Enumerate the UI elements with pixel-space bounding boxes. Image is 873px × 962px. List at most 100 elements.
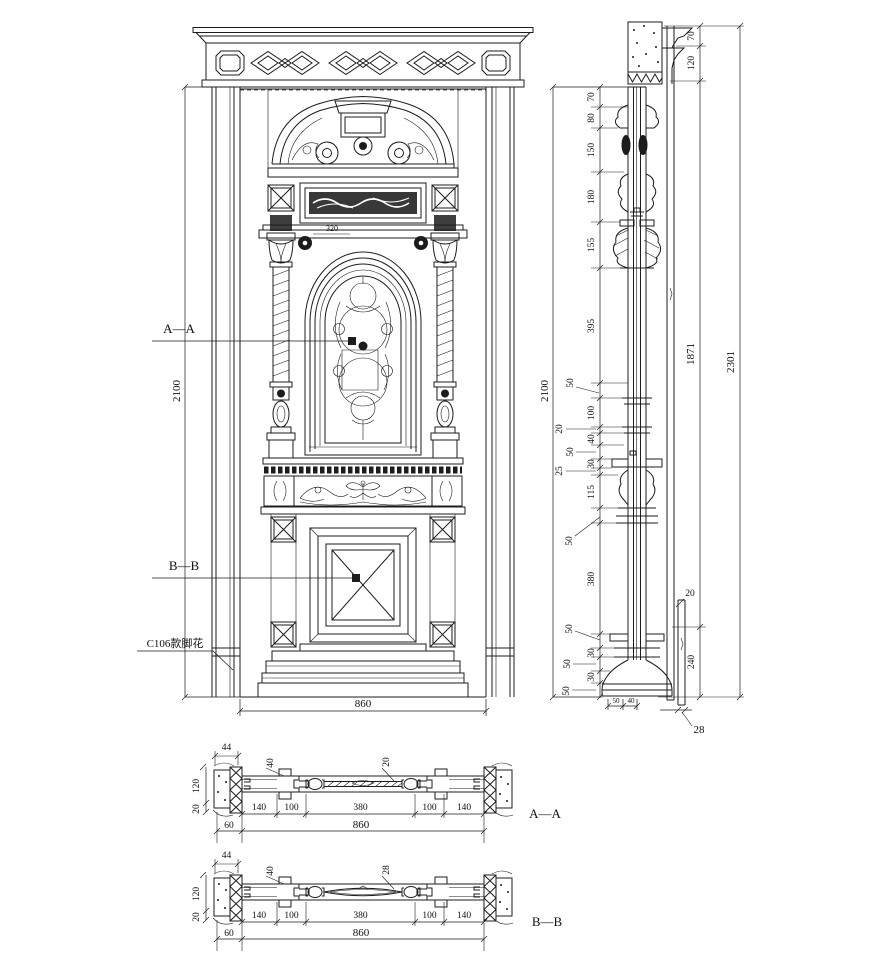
dim-label: 860: [353, 927, 370, 939]
side-right-dims: 70 120 1871 240 2301 20 28 50 40: [604, 22, 744, 736]
dim-label: 100: [284, 911, 299, 921]
jamb-block-right-a: [483, 762, 514, 817]
dim-label: 50: [613, 697, 621, 705]
dim-label: 100: [422, 911, 437, 921]
section-b-dims: 140 100 380 100 140 60 860: [213, 902, 488, 951]
dim-label: 380: [353, 803, 368, 813]
leaf-section-a: [241, 768, 485, 800]
rosette-square-right: [481, 50, 511, 76]
side-chain-dims: 70 80 150 180 155 395 50 100 20 40 50 30…: [555, 83, 628, 701]
dim-label: 50: [565, 624, 575, 634]
carved-frieze-panel: [309, 192, 417, 214]
arch-note-label: 320: [326, 224, 338, 233]
dim-label: 155: [587, 238, 597, 253]
dim-label: 240: [687, 655, 697, 670]
section-marker-b: B—B: [169, 558, 200, 573]
arched-glass-panel: [304, 251, 422, 456]
dim-label: 30: [587, 648, 597, 658]
dim-label: 380: [353, 911, 368, 921]
dim-label: 25: [555, 466, 565, 476]
dim-label: 40: [266, 758, 276, 768]
section-a-dims: 140 100 380 100 140 60 860: [213, 794, 488, 843]
leaf-section-profile: [601, 86, 673, 697]
dim-label: 50: [562, 686, 572, 696]
jamb-block-right-b: [483, 870, 514, 925]
dim-label: 28: [382, 865, 392, 875]
jamb-block-left-b: [212, 870, 243, 925]
mid-carved-band: [260, 457, 466, 515]
diamond-motif-right: [406, 50, 476, 76]
pediment: [267, 89, 459, 178]
dim-label: 20: [192, 912, 202, 922]
casing-strip: [666, 26, 686, 706]
dim-label: 120: [687, 56, 697, 71]
dim-label: 120: [192, 887, 202, 902]
front-height-dim: 2100: [171, 380, 183, 403]
dim-label: 100: [422, 803, 437, 813]
section-b-view: 44 120 20: [192, 851, 562, 951]
dim-label: 120: [192, 779, 202, 794]
dim-label: 50: [566, 378, 576, 388]
dim-label: 20: [382, 757, 392, 767]
dim-label: 150: [587, 143, 597, 158]
dim-label: 50: [566, 447, 576, 457]
foot-ornament-note: C106款脚花: [147, 636, 204, 650]
wall-head-block: [627, 21, 694, 85]
dim-label: 395: [587, 319, 597, 334]
pediment-cap: [334, 100, 392, 138]
dim-label: 20: [192, 804, 202, 814]
dim-label: 30: [587, 459, 597, 469]
dim-label: 40: [266, 866, 276, 876]
pediment-boss: [353, 136, 373, 156]
dim-label: 80: [587, 113, 597, 123]
dim-label: 44: [222, 743, 232, 753]
column-left: [266, 232, 296, 459]
dim-label: 140: [252, 911, 267, 921]
leaf-section-b: [241, 876, 485, 908]
dim-label: 30: [587, 672, 597, 682]
front-elevation-view: 320: [137, 27, 534, 716]
dim-label: 70: [587, 92, 597, 102]
section-a-view: 44 120 20: [192, 743, 561, 843]
carved-floral-motif: [299, 480, 427, 506]
dim-label: 60: [224, 929, 234, 939]
dim-label: 70: [687, 31, 697, 41]
frieze-row: [267, 182, 459, 231]
dim-label: 44: [222, 851, 232, 861]
dim-label: 380: [587, 572, 597, 587]
side-height-dim: 2100: [539, 83, 628, 701]
svg-text:2100: 2100: [539, 380, 551, 403]
column-right: [430, 232, 460, 459]
dim-label: 1871: [685, 343, 697, 365]
dim-label: 100: [284, 803, 299, 813]
diamond-motif-center: [328, 50, 398, 76]
lower-raised-panel: [309, 527, 417, 643]
transom-ledge: 320: [258, 224, 468, 250]
section-a-title: A—A: [529, 806, 561, 821]
dim-label: 28: [694, 724, 706, 736]
door-frame-jambs: [211, 87, 515, 698]
dim-label: 115: [587, 485, 597, 499]
dim-label: 60: [224, 821, 234, 831]
dim-label: 2301: [725, 351, 737, 373]
dim-label: 20: [555, 424, 565, 434]
front-dimensions: 2100 860 A—A B—B C106款脚花: [137, 83, 490, 716]
dim-label: 100: [587, 406, 597, 421]
dim-label: 50: [563, 659, 573, 669]
section-marker-a: A—A: [163, 321, 195, 336]
ironwork-ornament: [333, 277, 393, 440]
dim-label: 180: [587, 190, 597, 205]
base-plinth: [257, 643, 469, 698]
dim-label: 860: [353, 819, 370, 831]
rosette-square-left: [215, 50, 245, 76]
diamond-motif-left: [250, 50, 320, 76]
dim-label: 40: [628, 697, 636, 705]
jamb-block-left-a: [212, 762, 243, 817]
dim-label: 40: [587, 434, 597, 444]
lower-stiles: [270, 514, 456, 648]
dim-label: 140: [252, 803, 267, 813]
side-section-view: 2100 70 80 150 180 155 395 50 100 20 40 …: [539, 21, 744, 736]
section-b-title: B—B: [532, 914, 563, 929]
front-width-dim: 860: [355, 698, 372, 710]
